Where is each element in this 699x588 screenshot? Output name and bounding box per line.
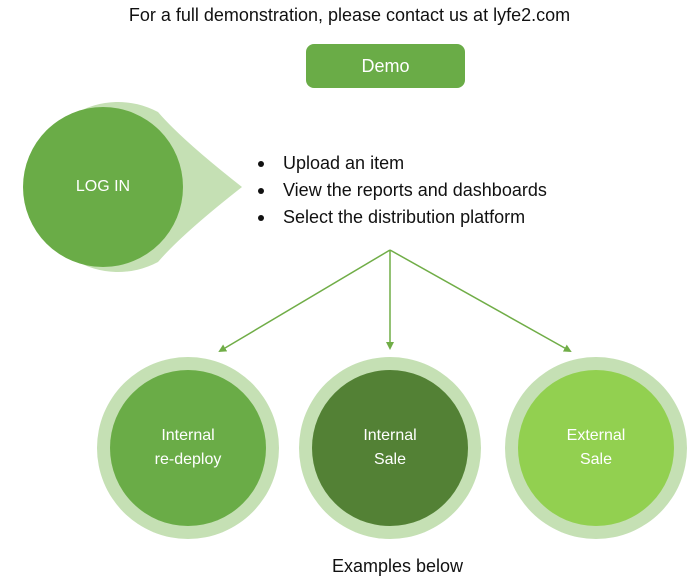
option-circle-internal-sale[interactable] [312,370,468,526]
login-circle[interactable] [23,107,183,267]
option-circle-external-sale[interactable] [518,370,674,526]
step-item: Select the distribution platform [258,204,547,231]
contact-text: For a full demonstration, please contact… [128,5,571,25]
steps-list: Upload an item View the reports and dash… [258,150,547,231]
option-label-internal-redeploy: Internal re-deploy [154,427,222,468]
step-item: Upload an item [258,150,547,177]
connector-right [389,249,572,352]
login-label: LOG IN [75,178,131,195]
step-item: View the reports and dashboards [258,177,547,204]
option-label-external-sale: External Sale [566,427,626,468]
examples-caption: Examples below [331,556,464,576]
connector-left [218,249,391,353]
demo-button[interactable]: Demo [306,44,465,88]
option-circle-internal-redeploy[interactable] [110,370,266,526]
option-label-internal-sale: Internal Sale [363,427,417,468]
